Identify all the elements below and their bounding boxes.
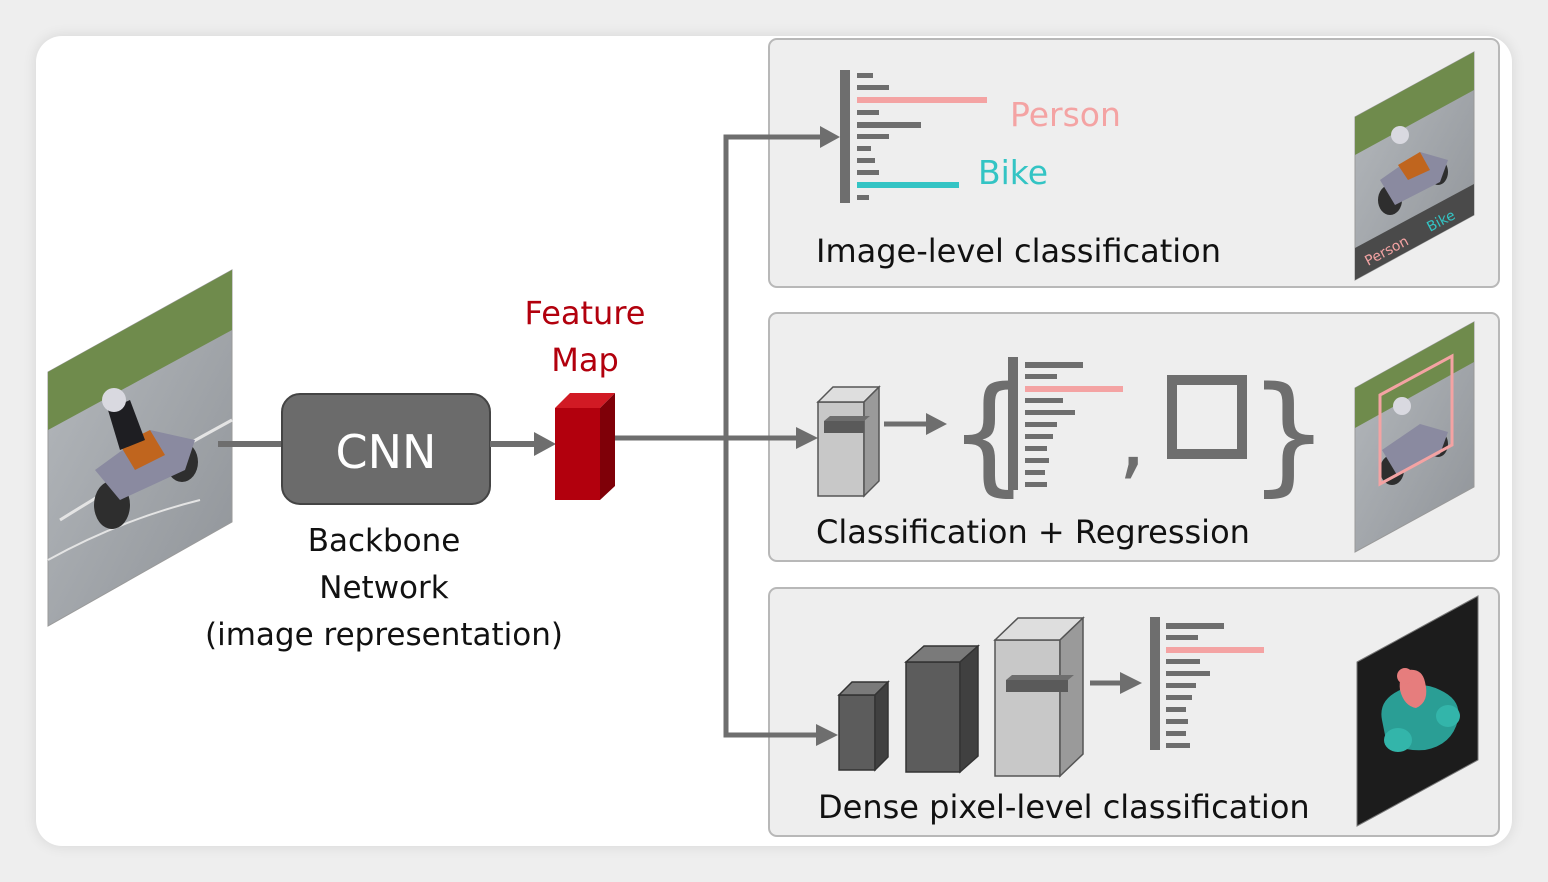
- backbone-label-line3: (image representation): [205, 617, 563, 653]
- backbone-label-line2: Network: [319, 570, 448, 606]
- bike-class-label: Bike: [978, 153, 1048, 192]
- bike-score-bar: [857, 182, 959, 188]
- bounding-box-symbol: [1167, 375, 1247, 459]
- feature-map-label-line1: Feature: [525, 294, 646, 332]
- thumbnail-detection: [1354, 321, 1475, 553]
- detection-caption: Classification + Regression: [816, 513, 1250, 551]
- branch-connectors: [615, 126, 840, 746]
- thumbnail-image-level: Person Bike: [1354, 51, 1475, 281]
- decoder-block-small: [837, 680, 890, 772]
- detection-head-block: [816, 385, 881, 498]
- cnn-box: [281, 393, 491, 505]
- comma-separator: ,: [1118, 385, 1147, 490]
- thumbnail-segmentation: [1356, 595, 1479, 827]
- class-score-bars-1: [840, 70, 987, 203]
- person-score-bar: [857, 97, 987, 103]
- image-level-caption: Image-level classification: [816, 232, 1221, 270]
- input-image: [47, 269, 233, 627]
- feature-map-cube: [555, 393, 615, 500]
- feature-map-label-line2: Map: [551, 341, 619, 379]
- segmentation-caption: Dense pixel-level classification: [818, 788, 1310, 826]
- right-brace: }: [1248, 360, 1329, 509]
- decoder-block-medium: [904, 644, 980, 774]
- class-score-bars-2: [1008, 357, 1123, 490]
- person-class-label: Person: [1010, 95, 1121, 134]
- class-score-bars-3: [1150, 617, 1264, 750]
- backbone-label-line1: Backbone: [308, 523, 461, 559]
- decoder-block-large: [993, 616, 1085, 778]
- cnn-label: CNN: [336, 425, 437, 479]
